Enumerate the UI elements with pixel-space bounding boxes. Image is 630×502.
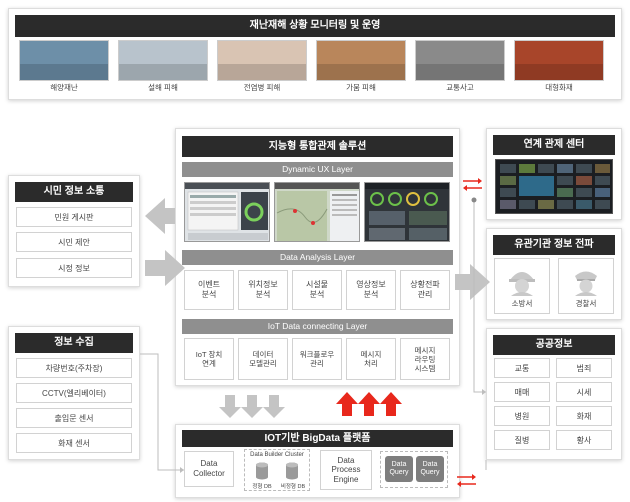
- analysis-item: 시설물 분석: [292, 270, 342, 310]
- up-arrow-1: [336, 392, 358, 416]
- analysis-item: 이벤트 분석: [184, 270, 234, 310]
- arrow-from-citizen-2: [145, 250, 185, 286]
- up-arrow-3: [380, 392, 402, 416]
- disaster-photo-2: [118, 40, 208, 81]
- arrow-to-citizen-1: [145, 198, 175, 234]
- analysis-item: 상황전파 관리: [400, 270, 450, 310]
- info-collection-title: 정보 수집: [15, 333, 133, 353]
- firefighter-icon: [509, 272, 535, 296]
- public-info-item: 교통: [494, 358, 550, 378]
- disaster-photo-label: 설해 피해: [148, 83, 178, 92]
- data-query-box-2: Data Query: [416, 456, 444, 482]
- dashboard-screenshot-3: [364, 182, 450, 242]
- police-officer-icon: [575, 271, 597, 296]
- collect-item-fire-sensor: 화재 센서: [16, 433, 132, 453]
- integrated-control-title: 지능형 통합관제 솔루션: [182, 136, 453, 157]
- dashboard-screenshot-1: [184, 182, 270, 242]
- arrow-to-agency: [455, 264, 490, 300]
- control-center-panel: 연계 관제 센터: [486, 128, 622, 220]
- structured-db-label: 정형 DB: [252, 484, 272, 490]
- public-info-title: 공공정보: [493, 335, 615, 355]
- analysis-item: 위치정보 분석: [238, 270, 288, 310]
- structured-db-icon: [256, 462, 268, 480]
- data-query-group: [380, 451, 448, 488]
- agency-broadcast-title: 유관기관 정보 전파: [493, 235, 615, 255]
- agency-police-station: 경찰서: [558, 258, 614, 314]
- ux-layer-bar: Dynamic UX Layer: [182, 162, 453, 177]
- dashboard-screenshot-2: [274, 182, 360, 242]
- data-builder-cluster: Data Builder Cluster 정형 DB 비정형 DB: [244, 449, 310, 491]
- analysis-item: 영상정보 분석: [346, 270, 396, 310]
- down-arrow-1: [219, 395, 241, 418]
- agency-police-station-label: 경찰서: [575, 299, 597, 308]
- iot-item: IoT 장치 연계: [184, 338, 234, 380]
- collect-item-cctv: CCTV(엘리베이터): [16, 383, 132, 403]
- public-info-item: 황사: [556, 430, 612, 450]
- disaster-photo-label: 교통사고: [446, 83, 474, 92]
- citizen-item-city-info: 시정 정보: [16, 258, 132, 278]
- citizen-item-complaints: 민원 게시판: [16, 207, 132, 227]
- disaster-photo-label: 해양재난: [50, 83, 78, 92]
- public-info-item: 병원: [494, 406, 550, 426]
- unstructured-db-label: 비정형 DB: [280, 484, 306, 490]
- control-center-video-wall: [495, 159, 613, 214]
- iot-item: 메시지 라우팅 시스템: [400, 338, 450, 380]
- data-builder-cluster-title: Data Builder Cluster: [250, 452, 304, 458]
- iot-item: 워크플로우 관리: [292, 338, 342, 380]
- connector-collect-to-collector: [140, 353, 184, 471]
- public-info-item: 범죄: [556, 358, 612, 378]
- collect-item-door-sensor: 출입문 센서: [16, 408, 132, 428]
- swap-icon-bigdata: [457, 474, 476, 487]
- disaster-monitoring-title: 재난재해 상황 모니터링 및 운영: [15, 15, 615, 37]
- collect-item-plate: 차량번호(주차장): [16, 358, 132, 378]
- data-collector-box: Data Collector: [184, 451, 234, 487]
- connector-right-bus: [473, 200, 486, 393]
- disaster-photo-label: 전염병 피해: [243, 83, 281, 92]
- bigdata-platform-title: IOT기반 BigData 플랫폼: [182, 430, 453, 447]
- down-arrow-2: [241, 395, 263, 418]
- data-process-engine-box: Data Process Engine: [320, 450, 372, 490]
- agency-fire-station: 소방서: [494, 258, 550, 314]
- iot-item: 메시지 처리: [346, 338, 396, 380]
- disaster-photo-6: [514, 40, 604, 81]
- public-info-item: 질병: [494, 430, 550, 450]
- data-query-box-1: Data Query: [385, 456, 413, 482]
- citizen-item-suggestion: 시민 제안: [16, 232, 132, 252]
- disaster-photo-4: [316, 40, 406, 81]
- analysis-layer-bar: Data Analysis Layer: [182, 250, 453, 265]
- unstructured-db-icon: [286, 462, 298, 480]
- iot-layer-bar: IoT Data connecting Layer: [182, 319, 453, 334]
- disaster-photo-1: [19, 40, 109, 81]
- disaster-photo-label: 대형화재: [545, 83, 573, 92]
- public-info-item: 매매: [494, 382, 550, 402]
- disaster-photo-label: 가뭄 피해: [346, 83, 376, 92]
- agency-fire-station-label: 소방서: [511, 299, 533, 308]
- control-center-title: 연계 관제 센터: [493, 135, 615, 155]
- citizen-communication-title: 시민 정보 소통: [15, 182, 133, 202]
- public-info-item: 시세: [556, 382, 612, 402]
- up-arrow-2: [358, 392, 380, 416]
- disaster-photo-3: [217, 40, 307, 81]
- down-arrow-3: [263, 395, 285, 418]
- swap-icon-control: [463, 178, 482, 191]
- disaster-photo-5: [415, 40, 505, 81]
- iot-item: 데이터 모델관리: [238, 338, 288, 380]
- public-info-item: 화재: [556, 406, 612, 426]
